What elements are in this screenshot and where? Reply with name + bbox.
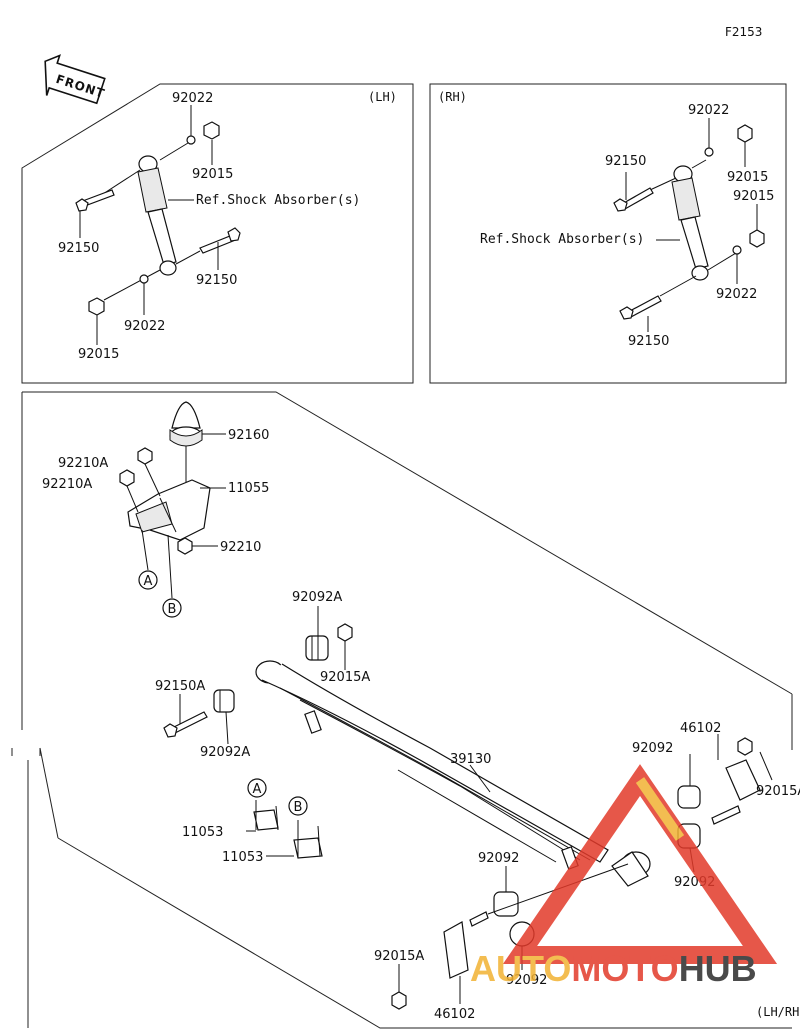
part-92092-right-top: 92092 (632, 741, 673, 756)
watermark-text-hub: HUB (679, 948, 757, 989)
rh-panel-frame (429, 83, 787, 384)
nut-92015A-bottom (391, 991, 407, 1010)
part-92092-bottom: 92092 (506, 973, 547, 988)
rh-bolt-bottom (627, 295, 662, 318)
watermark-text-moto: MOTO (571, 948, 678, 989)
svg-text:B: B (168, 602, 177, 617)
shackle-46102-bottom (443, 911, 489, 979)
u-bolt-11053-b (293, 820, 323, 859)
part-92092-center: 92092 (478, 851, 519, 866)
lh-part-92022-bottom: 92022 (124, 319, 165, 334)
bushing-92092-center (493, 891, 519, 917)
svg-text:A: A (253, 782, 262, 797)
lh-part-92015-top: 92015 (192, 167, 233, 182)
rh-panel: (RH) 92022 92150 92015 92015 Ref.Shock A… (429, 83, 787, 384)
rh-washer-top (704, 147, 714, 157)
lh-shock-absorber (137, 155, 177, 276)
svg-text:B: B (294, 800, 303, 815)
watermark-text: AUTOMOTOHUB (470, 948, 757, 989)
rh-nut-mid (749, 229, 765, 248)
part-92210A-1: 92210A (58, 456, 108, 471)
bushing-92092A-top (305, 635, 329, 661)
part-92092A-mid: 92092A (200, 745, 250, 760)
bushing-92092-right-top (677, 785, 701, 809)
callout-b-upper (162, 598, 182, 618)
nut-92210 (177, 537, 193, 555)
svg-text:A: A (144, 574, 153, 589)
lh-bolt-top-head (75, 198, 89, 212)
rh-part-92022-top: 92022 (688, 103, 729, 118)
part-46102-right: 46102 (680, 721, 721, 736)
nut-92210A-upper (137, 447, 153, 465)
part-92015A-right: 92015A (756, 784, 800, 799)
part-92160: 92160 (228, 428, 269, 443)
rh-washer-bottom (732, 245, 742, 255)
nut-92015A-top (337, 623, 353, 642)
part-46102-bottom: 46102 (434, 1007, 475, 1022)
lh-part-92022-top: 92022 (172, 91, 213, 106)
rh-nut-top (737, 124, 753, 143)
part-92015A-bottom: 92015A (374, 949, 424, 964)
callout-b-lower (288, 796, 308, 816)
lh-washer-top (186, 135, 196, 145)
rh-shock-absorber (671, 165, 709, 281)
lh-panel-frame (21, 83, 414, 384)
part-92210A-2: 92210A (42, 477, 92, 492)
rh-part-92150-top: 92150 (605, 154, 646, 169)
lh-part-92150-left: 92150 (58, 241, 99, 256)
rh-part-92150-bottom: 92150 (628, 334, 669, 349)
lower-panel: (LH/RH) A B (11, 391, 800, 1029)
part-92210: 92210 (220, 540, 261, 555)
lh-ref-shock-absorber: Ref.Shock Absorber(s) (196, 193, 360, 208)
bump-stop-92160 (169, 401, 203, 447)
rh-part-92015-mid: 92015 (733, 189, 774, 204)
lh-part-92150-right: 92150 (196, 273, 237, 288)
rh-side-label: (RH) (438, 90, 467, 104)
part-92150A: 92150A (155, 679, 205, 694)
lower-panel-frame-top (22, 391, 793, 695)
lh-nut-bottom (88, 297, 105, 316)
bolt-92150A (163, 711, 208, 738)
u-bolt-11053-a (253, 800, 279, 831)
bracket-11055 (127, 479, 211, 541)
rh-part-92015-top: 92015 (727, 170, 768, 185)
part-39130: 39130 (450, 752, 491, 767)
rh-part-92022-bottom: 92022 (716, 287, 757, 302)
rh-ref-shock-absorber: Ref.Shock Absorber(s) (480, 232, 644, 247)
figure-code: F2153 (725, 25, 762, 39)
part-92015A-top: 92015A (320, 670, 370, 685)
lh-bolt-bottom (199, 235, 234, 254)
shackle-46102-right (711, 759, 761, 825)
nut-92210A-lower (119, 469, 135, 487)
lh-side-label: (LH) (368, 90, 397, 104)
nut-92015A-right (737, 737, 753, 756)
callout-a-upper (138, 570, 158, 590)
part-11055: 11055 (228, 481, 269, 496)
bushing-92092A-mid (213, 689, 235, 713)
watermark-logo: AUTOMOTOHUB (470, 764, 778, 989)
part-92092A-top: 92092A (292, 590, 342, 605)
watermark-text-auto: AUTO (470, 948, 571, 989)
lh-nut-top (203, 121, 220, 140)
watermark-triangle-icon (502, 764, 778, 964)
front-arrow-icon: FRONT (44, 54, 107, 105)
lh-panel: (LH) 92022 92015 Ref.Shock Absorber(s (21, 83, 414, 384)
lh-washer-bottom (139, 274, 149, 284)
lower-side-label: (LH/RH) (756, 1005, 800, 1019)
lh-part-92015-bottom: 92015 (78, 347, 119, 362)
callout-a-lower (247, 778, 267, 798)
part-11053-a: 11053 (182, 825, 223, 840)
part-11053-b: 11053 (222, 850, 263, 865)
